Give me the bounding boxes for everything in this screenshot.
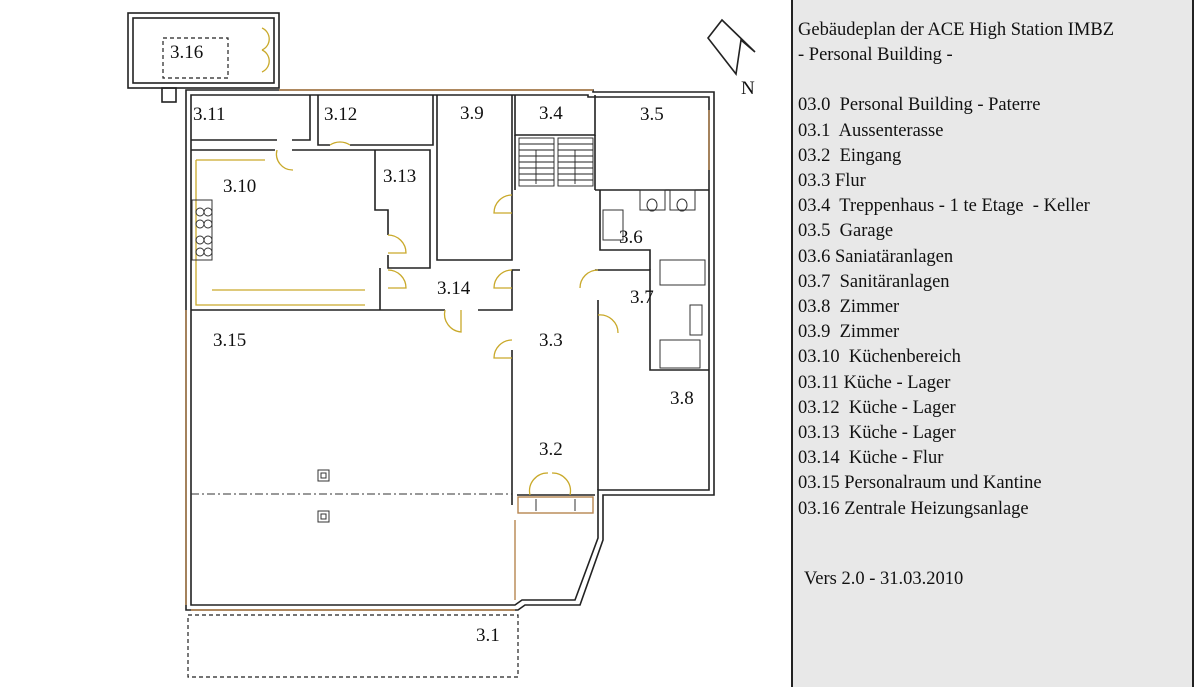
legend-item: 03.0 Personal Building - Paterre <box>798 95 1041 116</box>
legend-subtitle: - Personal Building - <box>798 45 953 66</box>
legend-item: 03.4 Treppenhaus - 1 te Etage - Keller <box>798 196 1090 217</box>
room-label-3-10: 3.10 <box>223 176 256 197</box>
staircase <box>518 137 594 187</box>
legend-item: 03.5 Garage <box>798 221 894 242</box>
legend-version: Vers 2.0 - 31.03.2010 <box>804 568 964 589</box>
room-label-3-12: 3.12 <box>324 104 357 125</box>
legend-list: 03.0 Personal Building - Paterre 03.1 Au… <box>798 93 1192 521</box>
door-swings <box>275 141 619 514</box>
hall-details <box>185 310 515 611</box>
interior-walls <box>191 95 709 505</box>
room-label-3-9: 3.9 <box>460 103 484 124</box>
floor-plan: 3.16 3.11 3.12 3.9 3.4 3.5 3.10 3.13 3.6… <box>127 12 756 678</box>
legend-item: 03.7 Sanitäranlagen <box>798 271 950 292</box>
north-arrow-icon <box>706 18 756 76</box>
legend-item: 03.9 Zimmer <box>798 322 900 343</box>
room-label-3-15: 3.15 <box>213 330 246 351</box>
room-label-3-6: 3.6 <box>619 227 643 248</box>
room-label-3-13: 3.13 <box>383 166 416 187</box>
room-3-16-outline <box>127 12 280 89</box>
room-label-3-8: 3.8 <box>670 388 694 409</box>
legend-item: 03.14 Küche - Flur <box>798 448 944 469</box>
room-label-3-3: 3.3 <box>539 330 563 351</box>
room-label-3-11: 3.11 <box>193 104 226 125</box>
legend-item: 03.6 Saniatäranlagen <box>798 246 954 267</box>
room-label-3-1: 3.1 <box>476 625 500 646</box>
legend-panel: Gebäudeplan der ACE High Station IMBZ - … <box>791 0 1194 687</box>
legend-item: 03.13 Küche - Lager <box>798 423 956 444</box>
legend-item: 03.12 Küche - Lager <box>798 397 956 418</box>
legend-item: 03.15 Personalraum und Kantine <box>798 473 1042 494</box>
chimney-square <box>161 87 177 103</box>
room-label-3-5: 3.5 <box>640 104 664 125</box>
legend-item: 03.11 Küche - Lager <box>798 372 951 393</box>
legend-item: 03.8 Zimmer <box>798 297 900 318</box>
north-label: N <box>741 78 755 99</box>
terrace-outline <box>187 614 519 678</box>
room-label-3-14: 3.14 <box>437 278 471 299</box>
room-label-3-2: 3.2 <box>539 439 563 460</box>
room-label-3-16: 3.16 <box>170 42 203 63</box>
legend-item: 03.3 Flur <box>798 171 866 192</box>
kitchen-outline <box>191 159 365 306</box>
legend-item: 03.2 Eingang <box>798 145 902 166</box>
legend-item: 03.1 Aussenterasse <box>798 120 944 141</box>
legend-item: 03.10 Küchenbereich <box>798 347 961 368</box>
exterior-walls <box>185 89 715 611</box>
room-label-3-7: 3.7 <box>630 287 654 308</box>
legend-item: 03.16 Zentrale Heizungsanlage <box>798 498 1029 519</box>
legend-spacer <box>798 68 1192 93</box>
room-label-3-4: 3.4 <box>539 103 563 124</box>
legend-title: Gebäudeplan der ACE High Station IMBZ <box>798 20 1114 40</box>
sanitary-fixtures <box>602 189 706 369</box>
